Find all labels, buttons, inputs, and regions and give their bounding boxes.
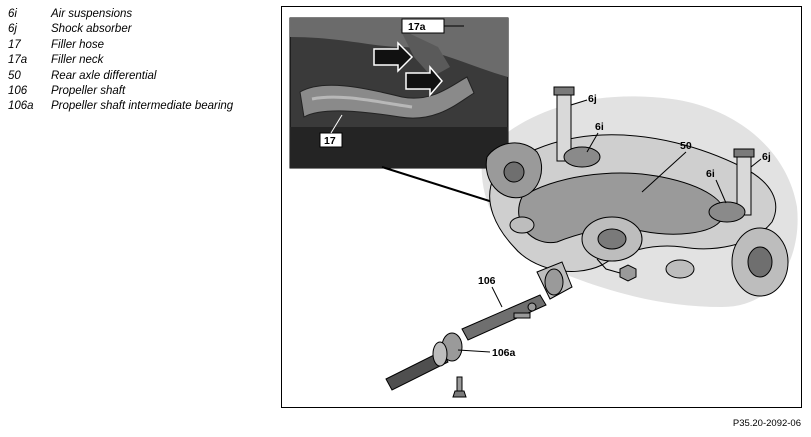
legend-description: Propeller shaft [51,85,126,98]
callout-106: 106 [478,275,496,287]
legend-description: Filler hose [51,38,105,51]
legend-code: 6j [8,23,17,36]
rear-axle-illustration: 17a 17 [289,17,798,398]
legend-item-17a: 17a Filler neck [8,53,233,68]
callout-6j-left: 6j [588,93,597,105]
callout-6j-right: 6j [762,151,771,163]
legend-code: 17 [8,38,21,51]
callout-17a: 17a [408,21,426,33]
rear-axle-assembly [485,86,789,297]
propeller-shaft [385,261,573,398]
legend-code: 106 [8,85,28,98]
legend-description: Rear axle differential [51,69,157,82]
legend-item-50: 50 Rear axle differential [8,69,233,84]
callout-106a: 106a [492,347,516,359]
legend-code: 50 [8,69,21,82]
legend-description: Air suspensions [51,8,133,20]
legend-list: 6i Air suspensions 6j Shock absorber 17 … [8,7,233,115]
legend-description: Shock absorber [51,23,132,36]
legend-code: 106a [8,100,34,113]
legend-item-106a: 106a Propeller shaft intermediate bearin… [8,99,233,114]
illustration-frame: 17a 17 [281,6,802,408]
legend-item-6j: 6j Shock absorber [8,22,233,37]
callout-6i-right: 6i [706,168,715,180]
legend-description: Propeller shaft intermediate bearing [51,100,234,113]
figure-reference: P35.20-2092-06 [732,418,801,429]
arrow-right-icon [405,64,443,98]
legend-item-17: 17 Filler hose [8,38,233,53]
inset-photo: 17a 17 [289,17,509,169]
callout-50: 50 [680,140,692,152]
legend-code: 17a [8,54,28,67]
legend-item-6i: 6i Air suspensions [8,7,233,22]
filler-hose-shape [299,76,475,119]
legend-description: Filler neck [51,54,104,67]
callout-6i-left: 6i [595,121,604,133]
legend-item-106: 106 Propeller shaft [8,84,233,99]
callout-17: 17 [324,135,336,147]
arrow-left-icon [373,41,414,73]
legend-code: 6i [8,8,17,20]
